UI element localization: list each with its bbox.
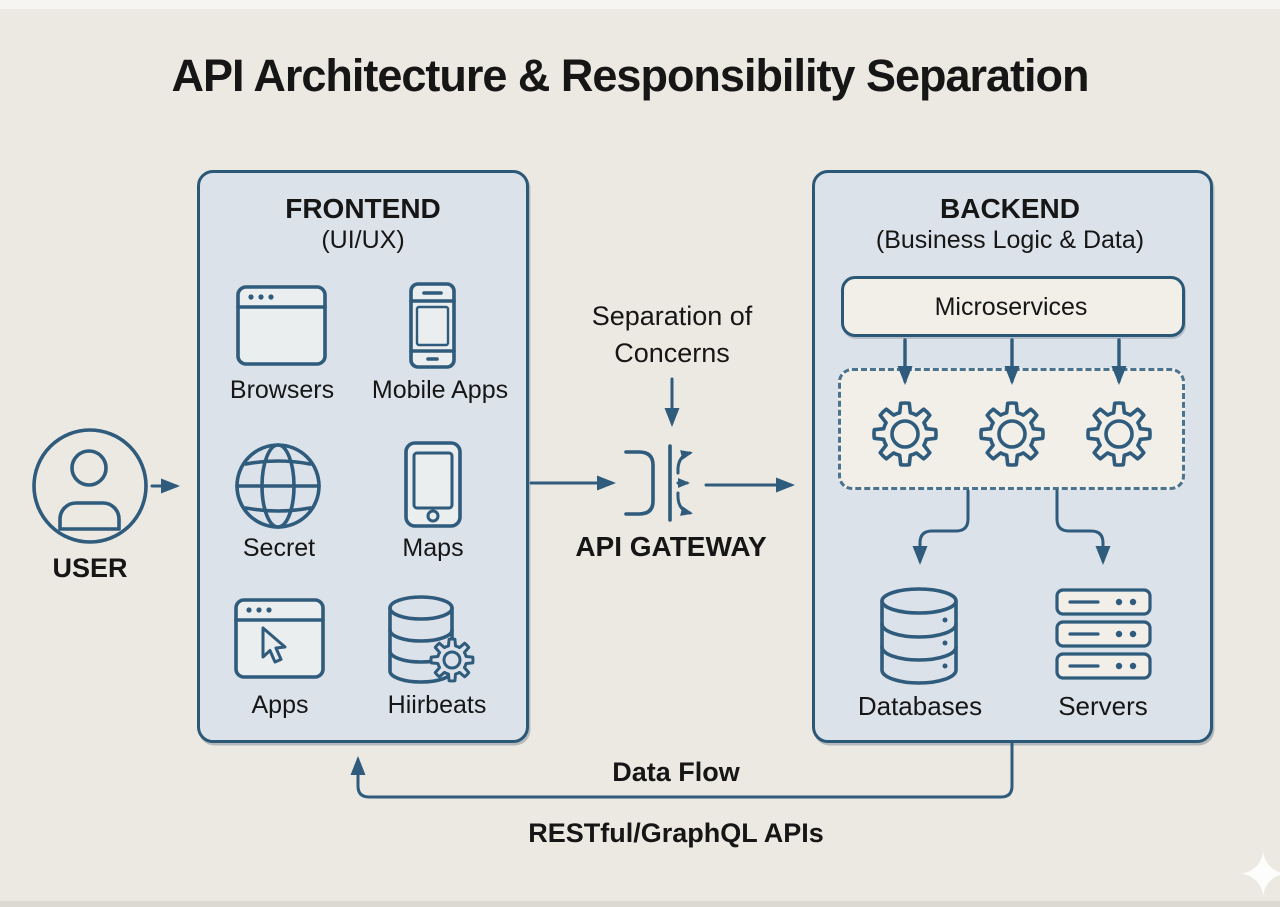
page-title: API Architecture & Responsibility Separa…	[171, 50, 1089, 101]
browsers-label: Browsers	[229, 376, 335, 404]
databases-label: Databases	[857, 691, 983, 721]
microservices-box	[841, 276, 1185, 337]
servers-label: Servers	[1058, 691, 1148, 721]
top-light-strip	[0, 0, 1280, 9]
separation-of-concerns-label: Separation of Concerns	[591, 301, 753, 368]
mobile-apps-label: Mobile Apps	[371, 376, 509, 404]
frontend-title: FRONTEND	[285, 193, 441, 224]
apps-label: Apps	[251, 691, 309, 719]
microservices-label: Microservices	[934, 293, 1088, 321]
sparkle-watermark: ✦	[1236, 839, 1280, 907]
backend-subtitle: (Business Logic & Data)	[875, 226, 1145, 254]
maps-label: Maps	[402, 534, 464, 562]
secret-label: Secret	[242, 534, 316, 562]
restful-graphql-apis-label: RESTful/GraphQL APIs	[528, 818, 824, 848]
user-label: USER	[52, 553, 128, 583]
frontend-subtitle: (UI/UX)	[321, 226, 405, 254]
hiirbeats-label: Hiirbeats	[387, 691, 487, 719]
bottom-shade-strip	[0, 901, 1280, 907]
backend-title: BACKEND	[940, 193, 1080, 224]
api-gateway-label: API GATEWAY	[575, 531, 767, 562]
data-flow-label: Data Flow	[612, 757, 740, 787]
